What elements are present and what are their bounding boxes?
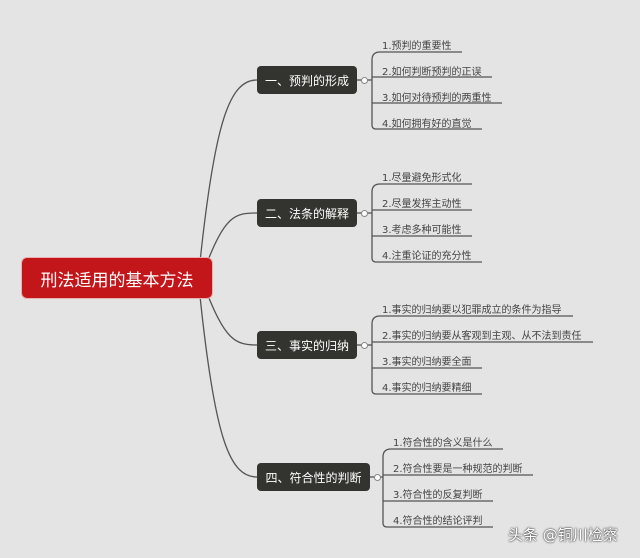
leaf-node[interactable]: 4.注重论证的充分性: [382, 251, 472, 262]
branch-node-4[interactable]: 四、符合性的判断: [257, 463, 370, 491]
leaf-node[interactable]: 2.如何判断预判的正误: [382, 67, 482, 78]
leaf-node[interactable]: 4.事实的归纳要精细: [382, 383, 472, 394]
leaf-node[interactable]: 1.预判的重要性: [382, 41, 452, 52]
leaf-node[interactable]: 3.事实的归纳要全面: [382, 357, 472, 368]
watermark: 头条 @铜川检察: [508, 526, 618, 544]
leaf-node[interactable]: 1.事实的归纳要以犯罪成立的条件为指导: [382, 305, 562, 316]
branch-node-3[interactable]: 三、事实的归纳: [257, 331, 357, 359]
leaf-node[interactable]: 1.符合性的含义是什么: [393, 438, 493, 449]
leaf-node[interactable]: 2.符合性要是一种规范的判断: [393, 464, 523, 475]
collapse-toggle[interactable]: [374, 474, 381, 481]
branch-node-2[interactable]: 二、法条的解释: [257, 199, 357, 227]
leaf-node[interactable]: 1.尽量避免形式化: [382, 173, 462, 184]
leaf-node[interactable]: 3.考虑多种可能性: [382, 225, 462, 236]
leaf-node[interactable]: 2.事实的归纳要从客观到主观、从不法到责任: [382, 331, 582, 342]
collapse-toggle[interactable]: [361, 77, 368, 84]
branch-node-1[interactable]: 一、预判的形成: [257, 66, 357, 94]
leaf-node[interactable]: 2.尽量发挥主动性: [382, 199, 462, 210]
leaf-node[interactable]: 4.如何拥有好的直觉: [382, 119, 472, 130]
leaf-node[interactable]: 3.符合性的反复判断: [393, 490, 483, 501]
collapse-toggle[interactable]: [361, 210, 368, 217]
leaf-node[interactable]: 4.符合性的结论评判: [393, 516, 483, 527]
collapse-toggle[interactable]: [361, 342, 368, 349]
root-node[interactable]: 刑法适用的基本方法: [22, 258, 212, 298]
leaf-node[interactable]: 3.如何对待预判的两重性: [382, 93, 492, 104]
